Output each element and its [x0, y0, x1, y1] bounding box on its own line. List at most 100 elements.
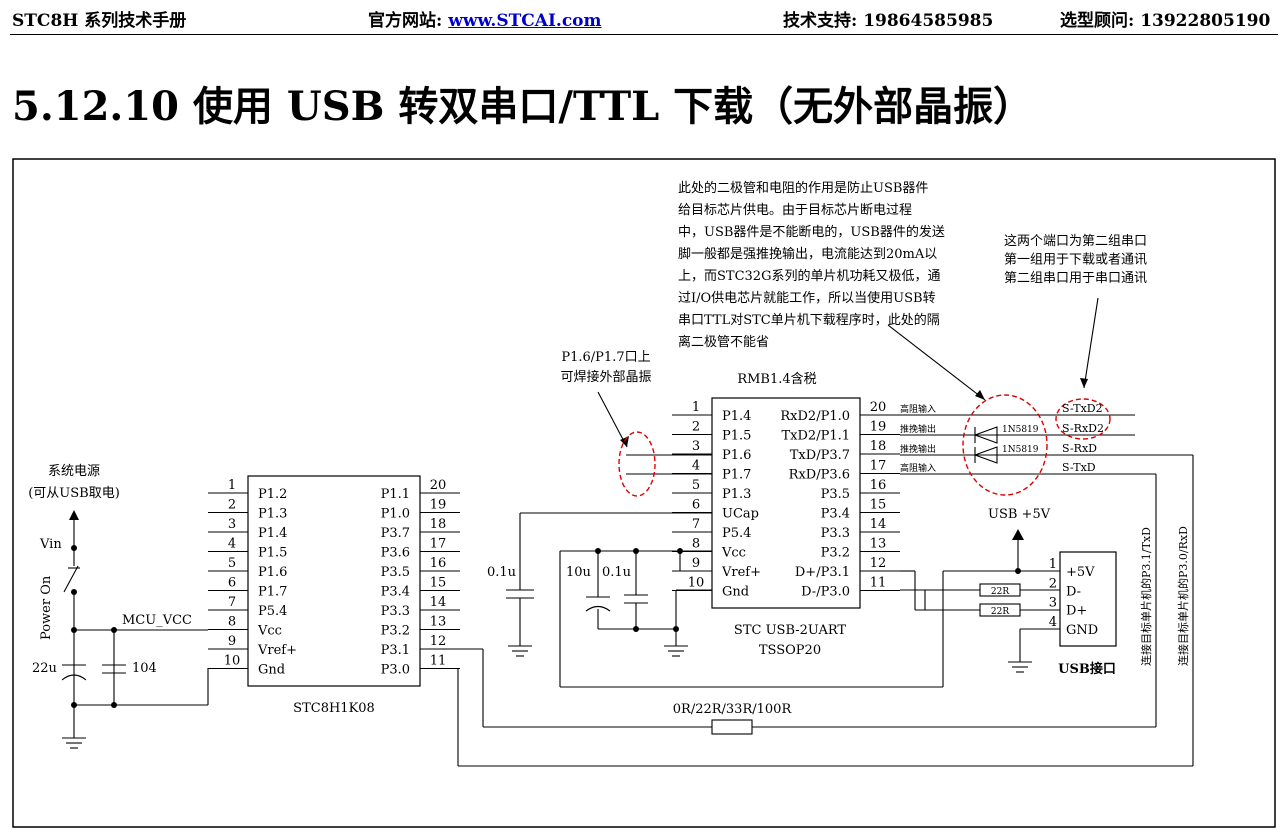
cap-22u-label: 22u [32, 661, 57, 676]
s-txd2-label: S-TxD2 [1062, 402, 1103, 415]
website-link[interactable]: www.STCAI.com [448, 11, 602, 31]
sales-consultant: 选型顾问: 13922805190 [1060, 11, 1271, 31]
usb-chip-pin-17-name: RxD/P3.6 [789, 468, 850, 483]
vert-rxd-label: 连接目标单片机的P3.0/RxD [1176, 526, 1190, 666]
mcu-pin-11-number: 11 [430, 654, 447, 669]
mcu-pin-19-number: 19 [430, 498, 447, 513]
mcu-pin-18-number: 18 [430, 517, 447, 532]
usb-chip-pin-6-name: UCap [722, 507, 759, 522]
usb-chip-pin-12-number: 12 [870, 556, 887, 571]
usb-conn-pin-2-number: 2 [1049, 576, 1057, 591]
mcu-pin-5-name: P1.6 [258, 565, 287, 580]
usb-chip-pin-4-number: 4 [692, 459, 700, 474]
usb-chip-pin-5-name: P1.3 [722, 487, 751, 502]
usb-chip-pin-8-name: Vcc [721, 546, 746, 561]
diode-note-line-8: 离二极管不能省 [678, 334, 769, 350]
power-on-label: Power On [39, 575, 54, 640]
header-divider [10, 34, 1278, 35]
s-rxd-label: S-RxD [1062, 442, 1097, 455]
mcu-pin-14-name: P3.3 [381, 604, 410, 619]
crystal-ellipse [618, 431, 656, 497]
mcu-pin-15-name: P3.4 [381, 585, 410, 600]
mcu-pin-1-name: P1.2 [258, 487, 287, 502]
diode-2-label: 1N5819 [1002, 445, 1039, 455]
mcu-pin-16-number: 16 [430, 556, 447, 571]
push-pull-1-label: 推挽输出 [900, 423, 936, 435]
website-label: 官方网站: [368, 11, 449, 31]
usb-conn-pin-2-name: D- [1066, 584, 1081, 599]
page-header: STC8H 系列技术手册 官方网站: www.STCAI.com 技术支持: 1… [0, 0, 1284, 36]
usb-chip-pin-18-name: TxD/P3.7 [790, 448, 850, 463]
mcu-pin-7-name: P5.4 [258, 604, 287, 619]
mcu-pin-15-number: 15 [430, 576, 447, 591]
mcu-pin-6-name: P1.7 [258, 585, 287, 600]
s-rxd2-label: S-RxD2 [1062, 422, 1104, 435]
mcu-pin-17-number: 17 [430, 537, 447, 552]
ports-ellipse [1055, 398, 1111, 440]
labels: 系统电源 (可从USB取电) Vin Power On MCU_VCC 22u … [28, 402, 1190, 717]
power-source-note: (可从USB取电) [28, 486, 120, 501]
usb-conn-pin-3-number: 3 [1049, 596, 1057, 611]
mcu-pin-11-name: P3.0 [381, 663, 410, 678]
mcu-pin-2-name: P1.3 [258, 507, 287, 522]
usb-chip-pin-14-name: P3.3 [821, 526, 850, 541]
mcu-pin-13-name: P3.2 [381, 624, 410, 639]
mcu-pin-3-number: 3 [228, 517, 236, 532]
diode-1-label: 1N5819 [1002, 425, 1039, 435]
mcu-pin-12-number: 12 [430, 634, 447, 649]
usb-chip-pin-12-name: D+/P3.1 [795, 565, 850, 580]
mcu-pin-10-name: Gnd [258, 663, 285, 678]
usb-chip-pin-1-name: P1.4 [722, 409, 751, 424]
usb-chip-pin-17-number: 17 [870, 459, 887, 474]
usb-chip-pin-2-name: P1.5 [722, 429, 751, 444]
annotation-ellipses [618, 394, 1111, 497]
mcu-pin-8-name: Vcc [257, 624, 282, 639]
cap-10u-label: 10u [566, 565, 591, 580]
crystal-note-line-1: P1.6/P1.7口上 [561, 350, 650, 365]
usb-chip-pin-1-number: 1 [692, 400, 700, 415]
cap-vcc-label: 0.1u [602, 565, 631, 580]
usb-chip-pin-13-number: 13 [870, 537, 887, 552]
diode-note-line-2: 给目标芯片供电。由于目标芯片断电过程 [678, 203, 912, 218]
usb-chip-pin-14-number: 14 [870, 517, 887, 532]
mcu-vcc-label: MCU_VCC [122, 613, 192, 628]
ports-note-line-1: 这两个端口为第二组串口 [1004, 233, 1147, 249]
crystal-note-line-2: 可焊接外部晶振 [560, 369, 651, 385]
usb-5v-label: USB +5V [988, 507, 1051, 522]
usb-connector-label: USB接口 [1058, 661, 1116, 677]
usb-chip-pin-3-name: P1.6 [722, 448, 751, 463]
usb-conn-pin-1-name: +5V [1066, 565, 1095, 580]
diode-note-line-6: 过I/O供电芯片就能工作，所以当使用USB转 [678, 290, 936, 306]
mcu-pin-12-name: P3.1 [381, 643, 410, 658]
usb-chip-pin-2-number: 2 [692, 420, 700, 435]
mcu-pin-10-number: 10 [224, 654, 241, 669]
usb-conn-pin-4-name: GND [1066, 623, 1098, 638]
usb-chip-price: RMB1.4含税 [737, 371, 816, 387]
usb-chip-pin-8-number: 8 [692, 537, 700, 552]
usb-chip-pin-9-number: 9 [692, 556, 700, 571]
mcu-pin-3-name: P1.4 [258, 526, 287, 541]
usb-chip-pin-15-name: P3.4 [821, 507, 850, 522]
wiring [61, 297, 1194, 767]
tech-support: 技术支持: 19864585985 [783, 11, 994, 31]
mcu-pin-4-number: 4 [228, 537, 236, 552]
usb-chip-pin-5-number: 5 [692, 478, 700, 493]
usb-chip-pin-20-name: RxD2/P1.0 [780, 409, 850, 424]
vert-txd-label: 连接目标单片机的P3.1/TxD [1139, 527, 1153, 666]
usb-chip-pin-11-name: D-/P3.0 [801, 585, 850, 600]
usb-chip-pin-9-name: Vref+ [721, 565, 761, 580]
usb-chip-pin-15-number: 15 [870, 498, 887, 513]
usb-chip-pin-3-number: 3 [692, 439, 700, 454]
mcu-pin-7-number: 7 [228, 595, 236, 610]
mcu-pin-6-number: 6 [228, 576, 236, 591]
mcu-pin-16-name: P3.5 [381, 565, 410, 580]
mcu-pin-17-name: P3.6 [381, 546, 410, 561]
mcu-pin-14-number: 14 [430, 595, 447, 610]
diode-note-line-3: 中，USB器件是不能断电的，USB器件的发送 [678, 224, 945, 240]
diode-note-line-7: 串口TTL对STC单片机下载程序时，此处的隔 [678, 312, 940, 328]
usb-chip-pin-20-number: 20 [870, 400, 887, 415]
mcu-name: STC8H1K08 [293, 701, 375, 716]
usb-chip-pin-16-number: 16 [870, 478, 887, 493]
usb-chip-pin-10-number: 10 [688, 576, 705, 591]
